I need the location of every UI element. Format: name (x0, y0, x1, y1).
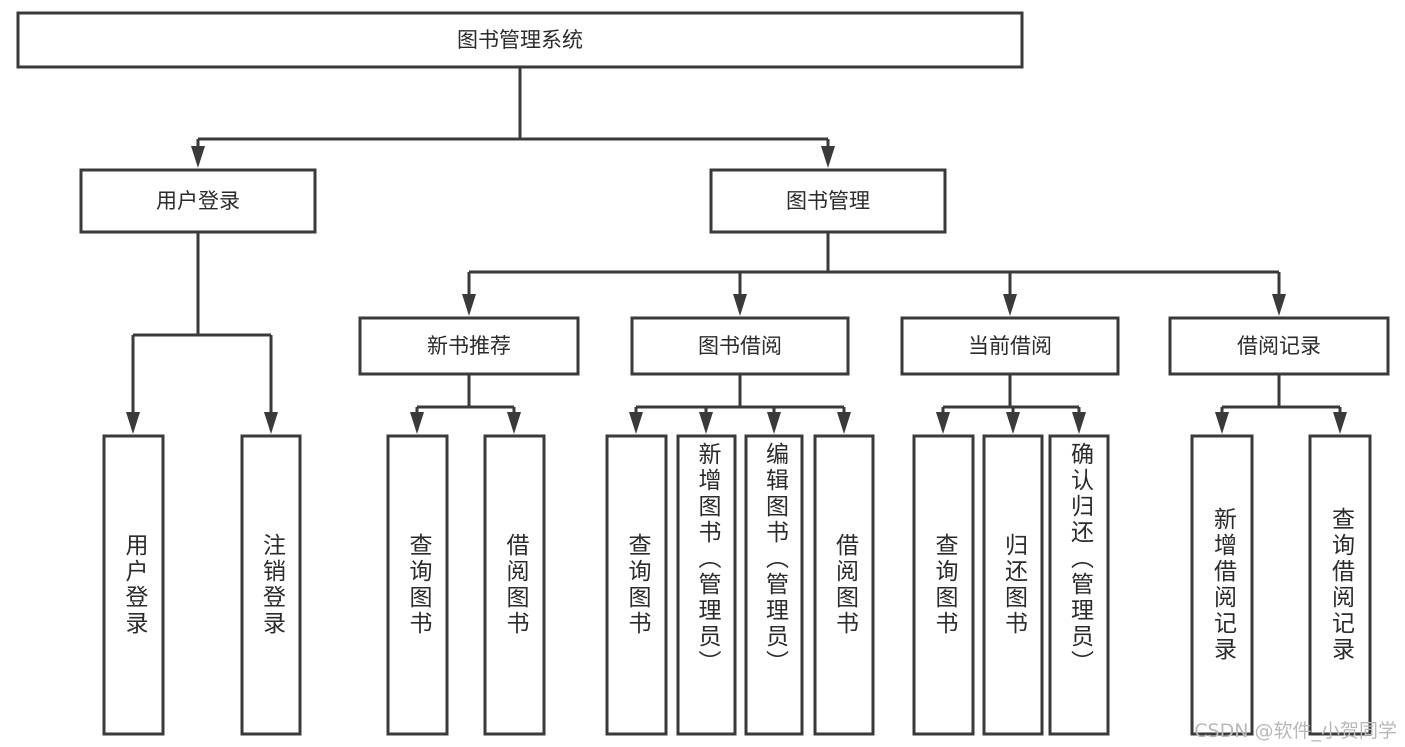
node-rect (1168, 316, 1390, 376)
arrow-down-icon-leaf-3-1 (1333, 412, 1347, 434)
level3-node-3[interactable]: 借阅记录 (1168, 316, 1390, 376)
node-rect (630, 316, 850, 376)
arrow-down-icon-level3-2 (1003, 294, 1017, 316)
level2-node-0[interactable]: 用户登录 (79, 168, 317, 234)
csdn-watermark: CSDN @软件_小贺同学 (1194, 720, 1397, 742)
node-rect (744, 434, 804, 736)
node-label: 图书借阅 (698, 334, 782, 358)
leaf-node-11[interactable] (1190, 434, 1254, 736)
arrow-down-icon-leaf-1-2 (767, 412, 781, 434)
node-rect (1048, 434, 1110, 736)
node-rect (358, 316, 580, 376)
node-rect (813, 434, 875, 736)
node-rect (676, 434, 737, 736)
arrow-down-icon-leaf-2-2 (1072, 412, 1086, 434)
arrow-down-icon-login-leaf-1 (264, 412, 278, 434)
arrow-down-icon-leaf-0-1 (507, 412, 521, 434)
node-rect (1190, 434, 1254, 736)
leaf-node-7[interactable] (813, 434, 875, 736)
leaf-node-3[interactable] (483, 434, 546, 736)
root-node-book-management-system[interactable]: 图书管理系统 (16, 11, 1024, 69)
node-label: 当前借阅 (968, 334, 1052, 358)
arrow-down-icon-leaf-2-0 (936, 412, 950, 434)
connector-lines-group (126, 67, 1347, 434)
arrow-down-icon-leaf-0-0 (410, 412, 424, 434)
node-rect (982, 434, 1044, 736)
node-rect (1308, 434, 1372, 736)
leaf-node-5[interactable] (676, 434, 737, 736)
node-label: 借阅记录 (1237, 334, 1321, 358)
arrow-down-icon-leaf-1-3 (837, 412, 851, 434)
leaf-node-0[interactable] (102, 434, 165, 736)
node-label: 图书管理 (786, 189, 870, 213)
leaf-node-12[interactable] (1308, 434, 1372, 736)
leaf-node-1[interactable] (240, 434, 302, 736)
leaf-node-2[interactable] (386, 434, 449, 736)
leaf-node-6[interactable] (744, 434, 804, 736)
level3-node-1[interactable]: 图书借阅 (630, 316, 850, 376)
node-rect (709, 168, 947, 234)
leaf-node-4[interactable] (605, 434, 668, 736)
arrow-down-icon-leaf-1-1 (699, 412, 713, 434)
node-label: 新书推荐 (427, 334, 511, 358)
node-rect (483, 434, 546, 736)
arrow-down-icon-leaf-2-1 (1006, 412, 1020, 434)
arrow-down-icon-login-leaf-0 (126, 412, 140, 434)
node-rect (900, 316, 1120, 376)
node-rect (386, 434, 449, 736)
leaf-node-10[interactable] (1048, 434, 1110, 736)
arrow-down-icon-level3-3 (1272, 294, 1286, 316)
arrow-down-icon-level3-1 (733, 294, 747, 316)
node-label: 用户登录 (156, 189, 240, 213)
node-rect (912, 434, 975, 736)
node-rect (605, 434, 668, 736)
leaf-node-9[interactable] (982, 434, 1044, 736)
node-rect (240, 434, 302, 736)
node-rect (79, 168, 317, 234)
arrow-down-icon-level3-0 (462, 294, 476, 316)
arrow-down-icon-level2-1 (821, 146, 835, 168)
leaf-node-8[interactable] (912, 434, 975, 736)
level3-node-2[interactable]: 当前借阅 (900, 316, 1120, 376)
node-label: 图书管理系统 (457, 28, 583, 52)
arrow-down-icon-level2-0 (191, 146, 205, 168)
level3-node-0[interactable]: 新书推荐 (358, 316, 580, 376)
arrow-down-icon-leaf-1-0 (629, 412, 643, 434)
level2-node-1[interactable]: 图书管理 (709, 168, 947, 234)
arrow-down-icon-leaf-3-0 (1215, 412, 1229, 434)
node-rect (102, 434, 165, 736)
node-rect (16, 11, 1024, 69)
